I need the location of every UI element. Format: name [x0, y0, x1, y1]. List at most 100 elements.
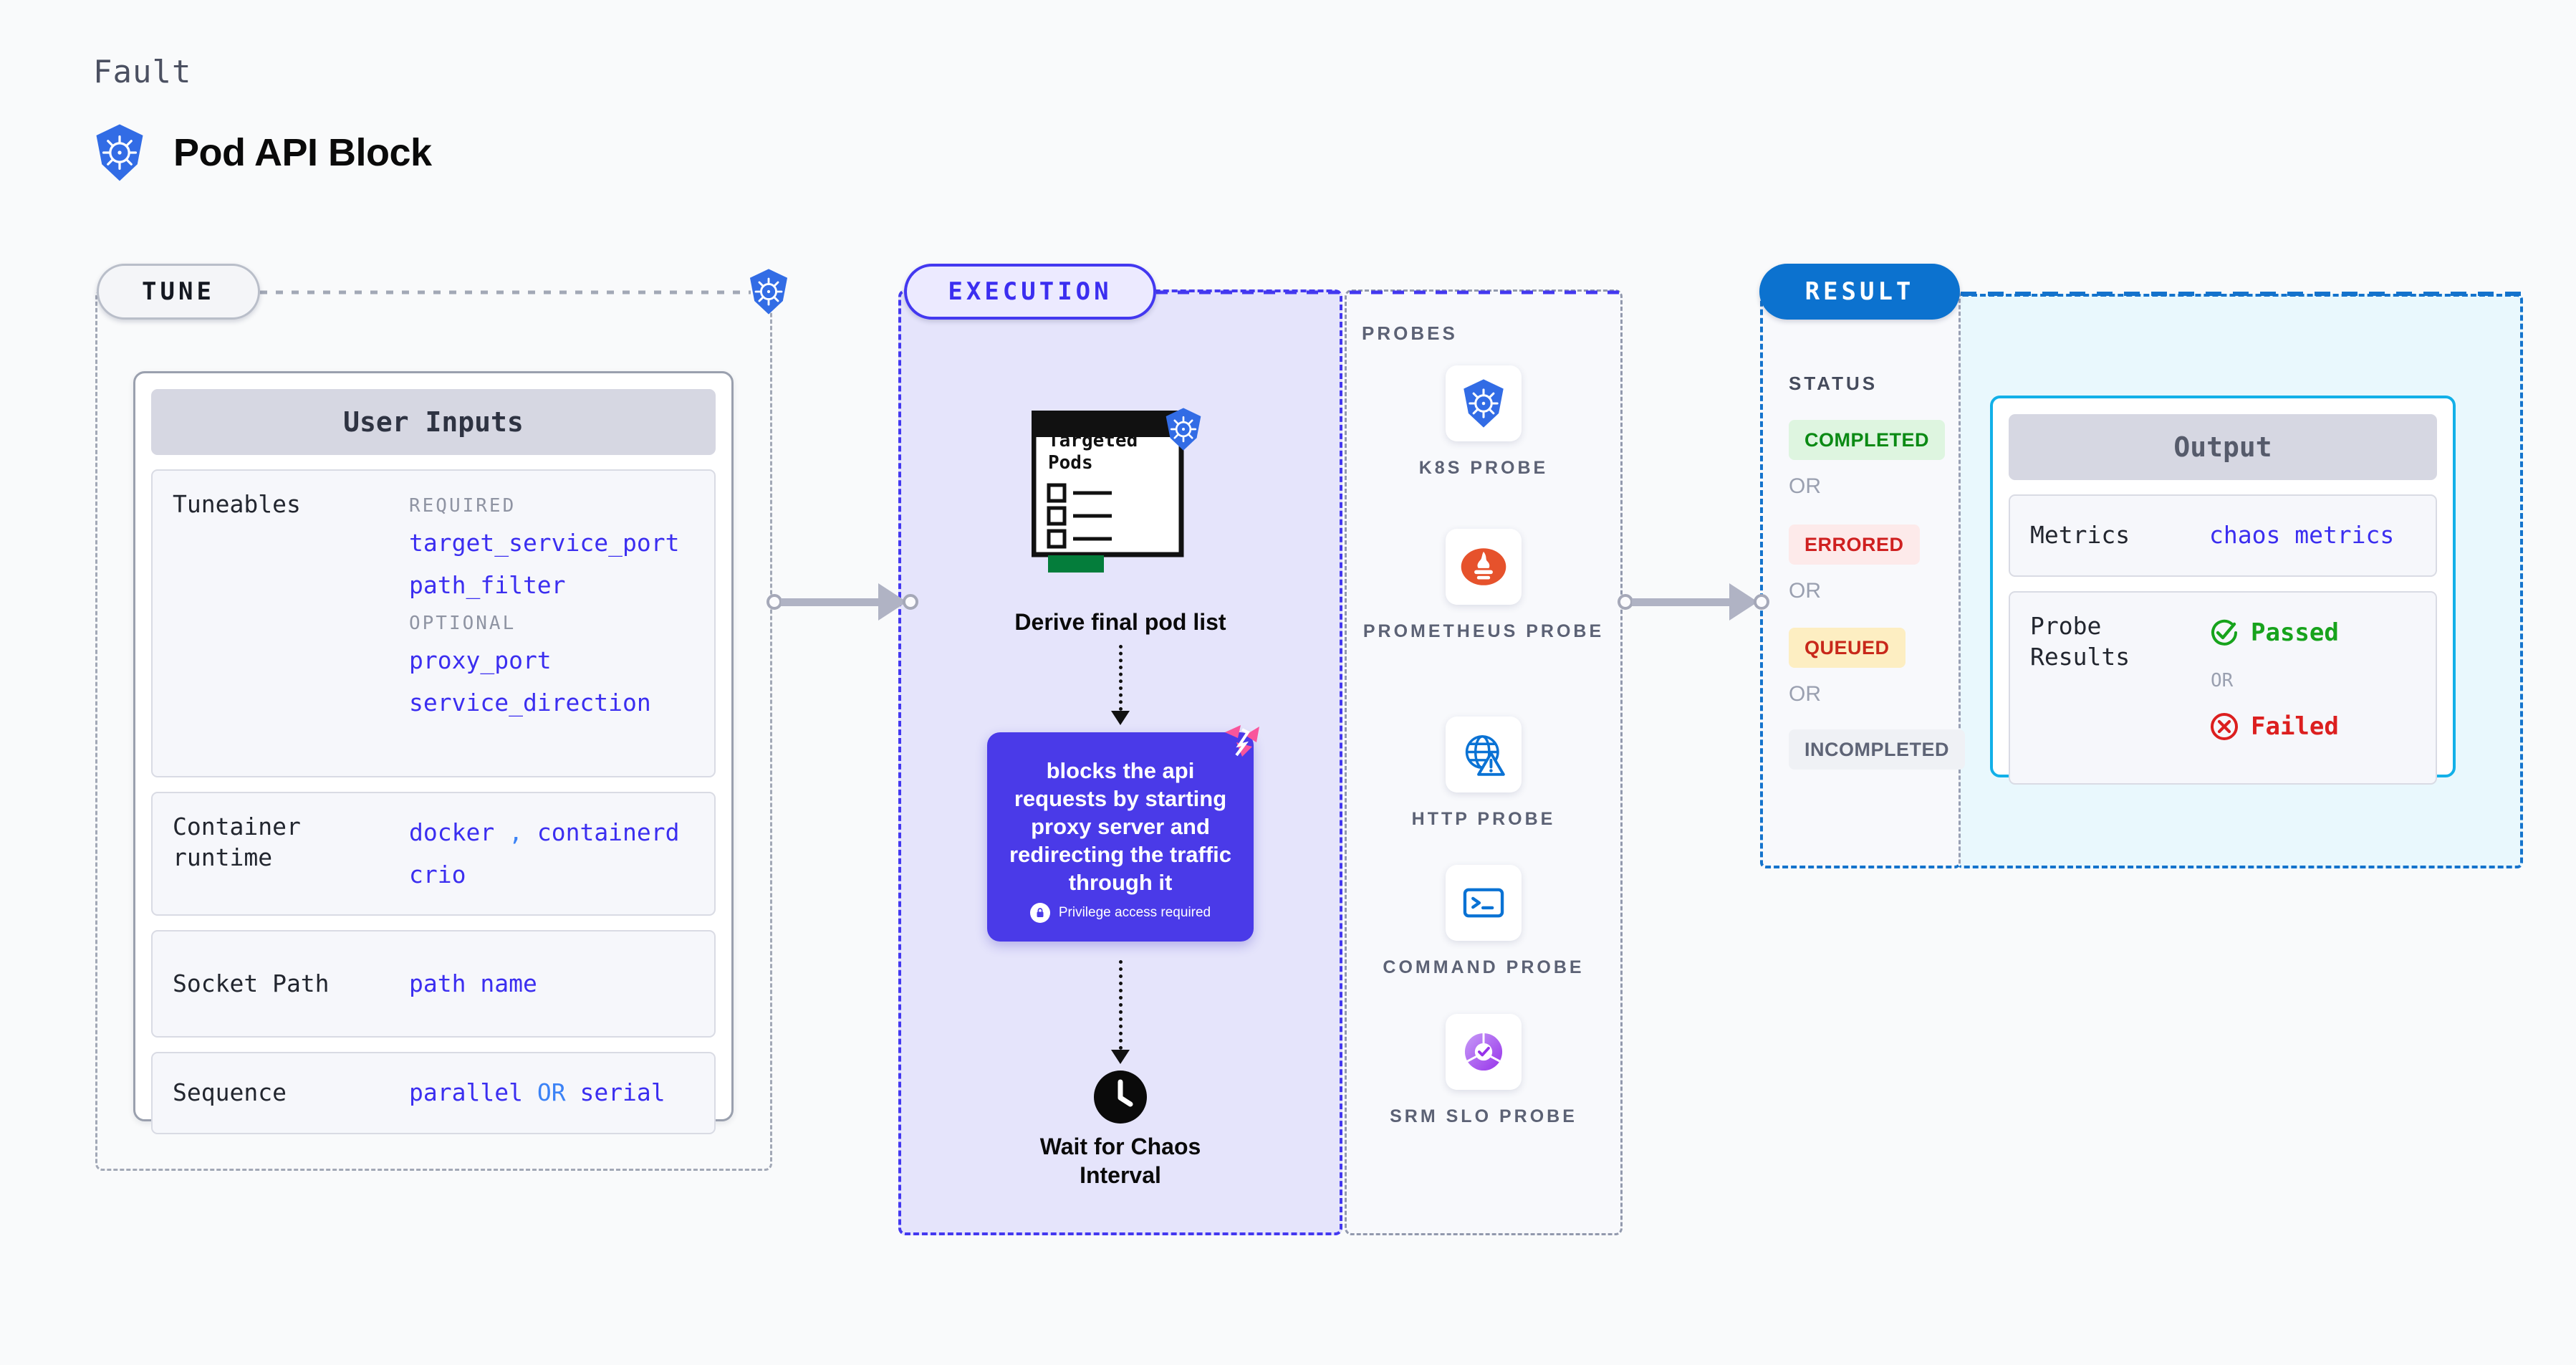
probe-results-label-line2: Results	[2030, 642, 2130, 671]
connector-bar	[781, 598, 883, 606]
probe-results-label: Probe Results	[2030, 611, 2209, 765]
targeted-pods-title: Targeted Pods	[1048, 430, 1155, 474]
probe-item-k8s[interactable]: K8S PROBE	[1359, 365, 1608, 481]
probe-item-prometheus[interactable]: PROMETHEUS PROBE	[1359, 529, 1608, 644]
fault-title-row: Pod API Block	[92, 123, 432, 182]
result-status-panel	[1760, 289, 1961, 868]
privilege-note-row: Privilege access required	[987, 903, 1254, 923]
flow-dash-2	[1119, 960, 1123, 1050]
user-inputs-title: User Inputs	[151, 389, 716, 455]
kubernetes-icon	[1446, 365, 1522, 441]
probe-results-row: Probe Results Passed OR	[2009, 590, 2437, 785]
sequence-separator: OR	[537, 1078, 566, 1107]
pod-progress-bar	[1048, 555, 1104, 573]
probe-item-srm-slo[interactable]: SRM SLO PROBE	[1359, 1014, 1608, 1129]
sequence-label: Sequence	[173, 1078, 287, 1107]
wait-label-line1: Wait for Chaos	[1039, 1134, 1201, 1159]
tune-to-execution-connector	[766, 583, 918, 621]
status-title: STATUS	[1789, 373, 1878, 394]
sequence-values: parallel OR serial	[409, 1072, 694, 1114]
socket-path-value[interactable]: path name	[409, 969, 537, 998]
status-badge-errored: ERRORED	[1789, 525, 1920, 565]
probe-result-or: OR	[2211, 670, 2234, 692]
probe-label: K8S PROBE	[1418, 458, 1549, 478]
kubernetes-icon	[92, 123, 148, 182]
sequence-value[interactable]: serial	[580, 1078, 665, 1107]
tuneables-label: Tuneables	[173, 490, 301, 518]
slo-donut-check-icon	[1446, 1014, 1522, 1090]
metrics-row: Metrics chaos metrics	[2009, 494, 2437, 577]
execution-stage-pill[interactable]: EXECUTION	[904, 264, 1156, 320]
result-stage-label: RESULT	[1804, 277, 1915, 306]
container-runtime-row: Container runtime docker , containerd cr…	[151, 792, 716, 916]
status-badge-incompleted: INCOMPLETED	[1789, 729, 1966, 770]
container-runtime-label: Container runtime	[173, 813, 301, 871]
globe-warning-icon	[1446, 717, 1522, 792]
connector-start-dot	[1618, 594, 1633, 610]
flow-arrow-1	[1111, 711, 1130, 725]
tuneables-row: Tuneables REQUIRED target_service_port p…	[151, 469, 716, 777]
execution-stage-label: EXECUTION	[948, 277, 1112, 306]
probe-result-failed: Failed	[2209, 705, 2416, 749]
user-inputs-card: User Inputs Tuneables REQUIRED target_se…	[133, 371, 734, 1135]
targeted-pods-line2: Pods	[1048, 451, 1093, 474]
socket-path-values: path name	[409, 963, 694, 1005]
flow-dash-1	[1119, 645, 1123, 711]
fault-kicker: Fault	[93, 54, 192, 90]
probe-label: COMMAND PROBE	[1383, 957, 1585, 977]
status-badge-queued: QUEUED	[1789, 628, 1905, 668]
derive-pod-list-label: Derive final pod list	[1014, 609, 1226, 635]
probe-item-http[interactable]: HTTP PROBE	[1359, 717, 1608, 832]
probe-label: SRM SLO PROBE	[1390, 1106, 1577, 1126]
prometheus-icon	[1446, 529, 1522, 605]
result-stage-pill[interactable]: RESULT	[1759, 264, 1960, 320]
targeted-pods-line1: Targeted	[1048, 430, 1138, 451]
runtime-value[interactable]: containerd	[537, 818, 680, 846]
connector-start-dot	[766, 594, 782, 610]
action-card-text: blocks the api requests by starting prox…	[1009, 758, 1232, 896]
targeted-pods-document-icon	[1031, 410, 1193, 565]
runtime-value[interactable]: crio	[409, 860, 466, 889]
socket-path-label: Socket Path	[173, 969, 330, 998]
connector-end-dot	[1754, 594, 1769, 610]
tune-stage-label: TUNE	[142, 277, 215, 306]
output-card-title: Output	[2009, 414, 2437, 480]
passed-label: Passed	[2251, 618, 2339, 647]
tuneable-value[interactable]: service_direction	[409, 688, 651, 717]
tuneables-values: REQUIRED target_service_port path_filter…	[409, 489, 694, 757]
tuneable-value[interactable]: path_filter	[409, 571, 566, 599]
result-dashed-connector	[1961, 292, 2523, 296]
terminal-icon	[1446, 865, 1522, 941]
status-badge-label: ERRORED	[1804, 533, 1904, 555]
wait-for-chaos-interval-label: Wait for Chaos Interval	[898, 1132, 1342, 1189]
container-runtime-values: docker , containerd crio	[409, 812, 694, 896]
runtime-value[interactable]: docker	[409, 818, 495, 846]
status-badge-completed: COMPLETED	[1789, 420, 1946, 460]
optional-group-heading: OPTIONAL	[409, 612, 516, 634]
runtime-separator: ,	[509, 818, 523, 846]
probes-title: PROBES	[1362, 322, 1458, 344]
privilege-note-text: Privilege access required	[1058, 905, 1211, 920]
tuneable-value[interactable]: proxy_port	[409, 646, 552, 674]
probe-label: PROMETHEUS PROBE	[1363, 621, 1605, 641]
probe-item-command[interactable]: COMMAND PROBE	[1359, 865, 1608, 980]
tune-stage-pill[interactable]: TUNE	[97, 264, 260, 320]
probe-results-label-line1: Probe	[2030, 611, 2102, 640]
required-group-heading: REQUIRED	[409, 495, 516, 517]
connector-arrowhead	[1729, 583, 1758, 621]
status-badge-label: QUEUED	[1804, 636, 1890, 658]
connector-end-dot	[903, 594, 918, 610]
sequence-value[interactable]: parallel	[409, 1078, 523, 1107]
check-circle-icon	[2209, 618, 2239, 648]
action-card: blocks the api requests by starting prox…	[987, 725, 1259, 942]
lock-icon	[1029, 903, 1050, 923]
metrics-value[interactable]: chaos metrics	[2209, 521, 2395, 549]
clock-icon	[1093, 1070, 1148, 1124]
tuneable-value[interactable]: target_service_port	[409, 529, 680, 557]
metrics-label: Metrics	[2030, 520, 2130, 549]
socket-path-row: Socket Path path name	[151, 930, 716, 1038]
or-separator: OR	[1789, 682, 1821, 706]
page-title: Pod API Block	[173, 131, 432, 174]
wait-label-line2: Interval	[1080, 1162, 1161, 1188]
x-circle-icon	[2209, 712, 2239, 742]
